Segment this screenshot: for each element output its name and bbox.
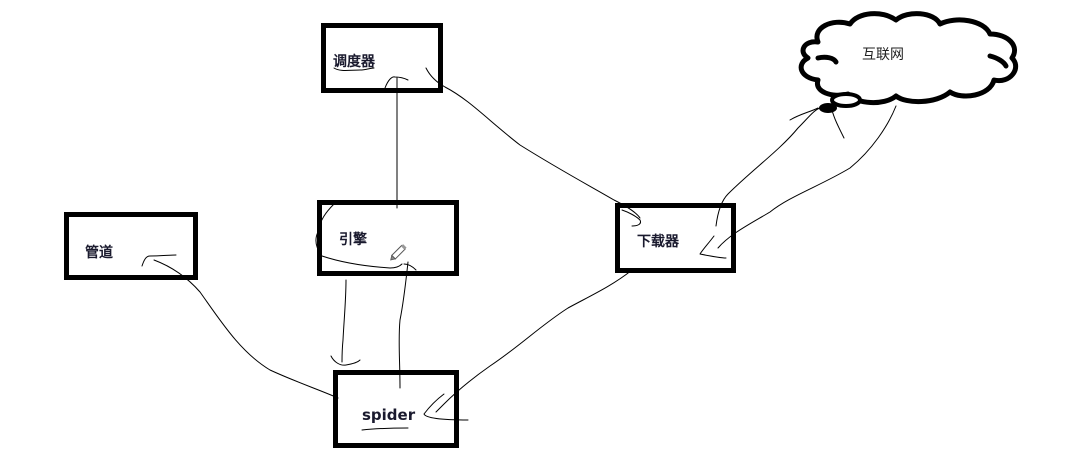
engine-label: 引擎 <box>339 232 367 248</box>
pipeline-label: 管道 <box>85 245 113 261</box>
pencil-icon <box>390 244 407 261</box>
spider-box <box>333 370 459 448</box>
downloader-box <box>615 203 736 273</box>
spider-label: spider <box>362 406 416 424</box>
edge-engine-spider <box>341 279 347 363</box>
scheduler-label: 调度器 <box>333 54 375 70</box>
arrowhead-spider-top <box>330 355 361 366</box>
edge-downloader-spider <box>435 269 633 413</box>
engine-box <box>317 200 459 276</box>
edge-scheduler-downloader <box>425 67 641 219</box>
edge-spider-engine <box>398 261 409 389</box>
connectors <box>141 67 897 431</box>
internet-cloud <box>798 11 1019 113</box>
scheduler-underline <box>333 67 375 71</box>
pipeline-box <box>64 212 198 280</box>
arrowhead-downloader-top <box>621 209 641 227</box>
arrowhead-spider-right <box>423 393 469 421</box>
spider-underline <box>361 427 409 431</box>
downloader-label: 下载器 <box>637 234 679 250</box>
internet-tail-left <box>789 107 819 121</box>
internet-label: 互联网 <box>862 47 904 63</box>
arrowhead-scheduler <box>384 76 409 89</box>
internet-tail-mid <box>831 109 845 139</box>
arrowhead-pipeline <box>141 254 177 267</box>
edge-internet-downloader <box>717 105 897 249</box>
edge-spider-pipeline <box>153 259 339 399</box>
scheduler-box <box>321 23 443 93</box>
arrowhead-downloader-right <box>699 235 727 259</box>
